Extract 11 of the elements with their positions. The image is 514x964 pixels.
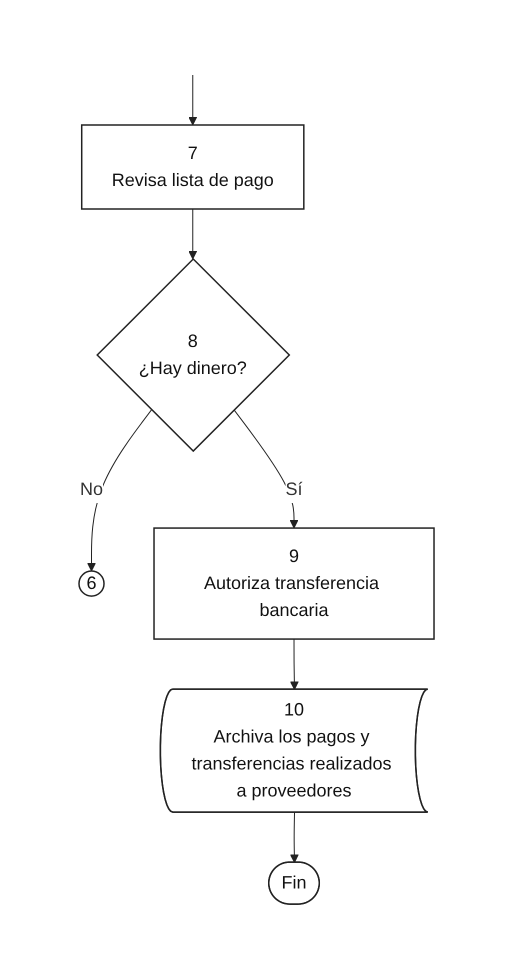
node-box: 7 Revisa lista de pago [81, 124, 306, 210]
arrow [290, 812, 300, 863]
arrow [188, 74, 198, 126]
node-diamond: 8 ¿Hay dinero? [96, 258, 291, 452]
arrow [290, 638, 300, 690]
arrow [88, 409, 152, 572]
arrow [188, 208, 198, 260]
node-box: 9 Autoriza transferencia bancaria [154, 527, 436, 640]
node-circle: 6 [78, 570, 106, 597]
edge-label: No [80, 479, 104, 500]
edge-label: Sí [286, 479, 304, 500]
